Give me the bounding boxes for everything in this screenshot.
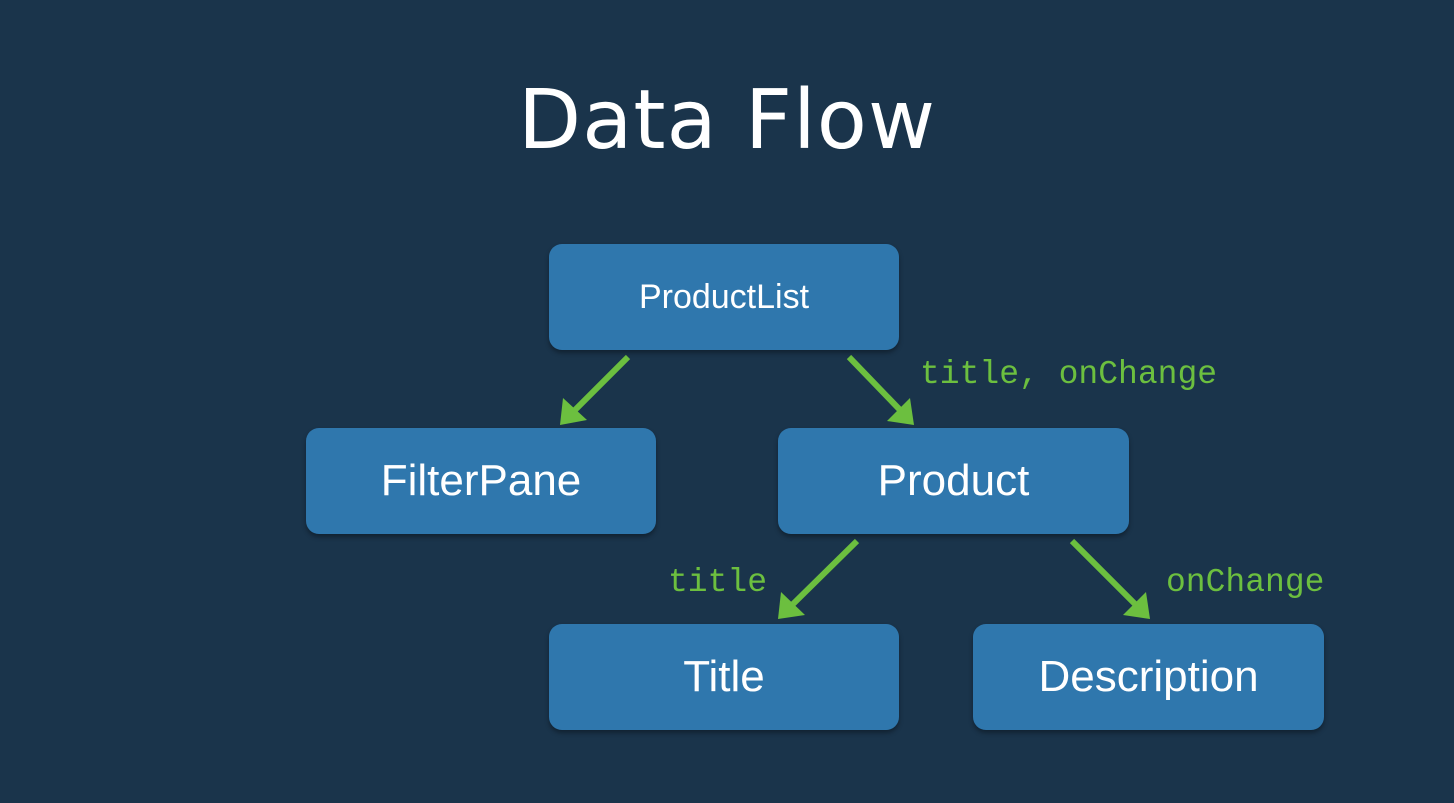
node-title-label: Title [683, 652, 765, 701]
arrow-productlist-to-filterpane [560, 354, 631, 425]
node-description: Description [973, 624, 1324, 730]
node-product: Product [778, 428, 1129, 534]
node-productlist: ProductList [549, 244, 899, 350]
node-filterpane: FilterPane [306, 428, 656, 534]
node-description-label: Description [1038, 652, 1259, 701]
edge-label-productlist-to-product: title, onChange [920, 356, 1218, 393]
edge-label-product-to-title: title [668, 564, 768, 601]
node-filterpane-label: FilterPane [380, 456, 582, 505]
arrow-productlist-to-product [846, 354, 914, 425]
slide-title: Data Flow [517, 73, 937, 168]
arrow-product-to-title [778, 538, 860, 619]
node-productlist-label: ProductList [638, 277, 810, 316]
arrow-product-to-description [1069, 538, 1150, 619]
node-title: Title [549, 624, 899, 730]
edge-label-product-to-description: onChange [1166, 564, 1325, 601]
node-product-label: Product [877, 456, 1030, 505]
